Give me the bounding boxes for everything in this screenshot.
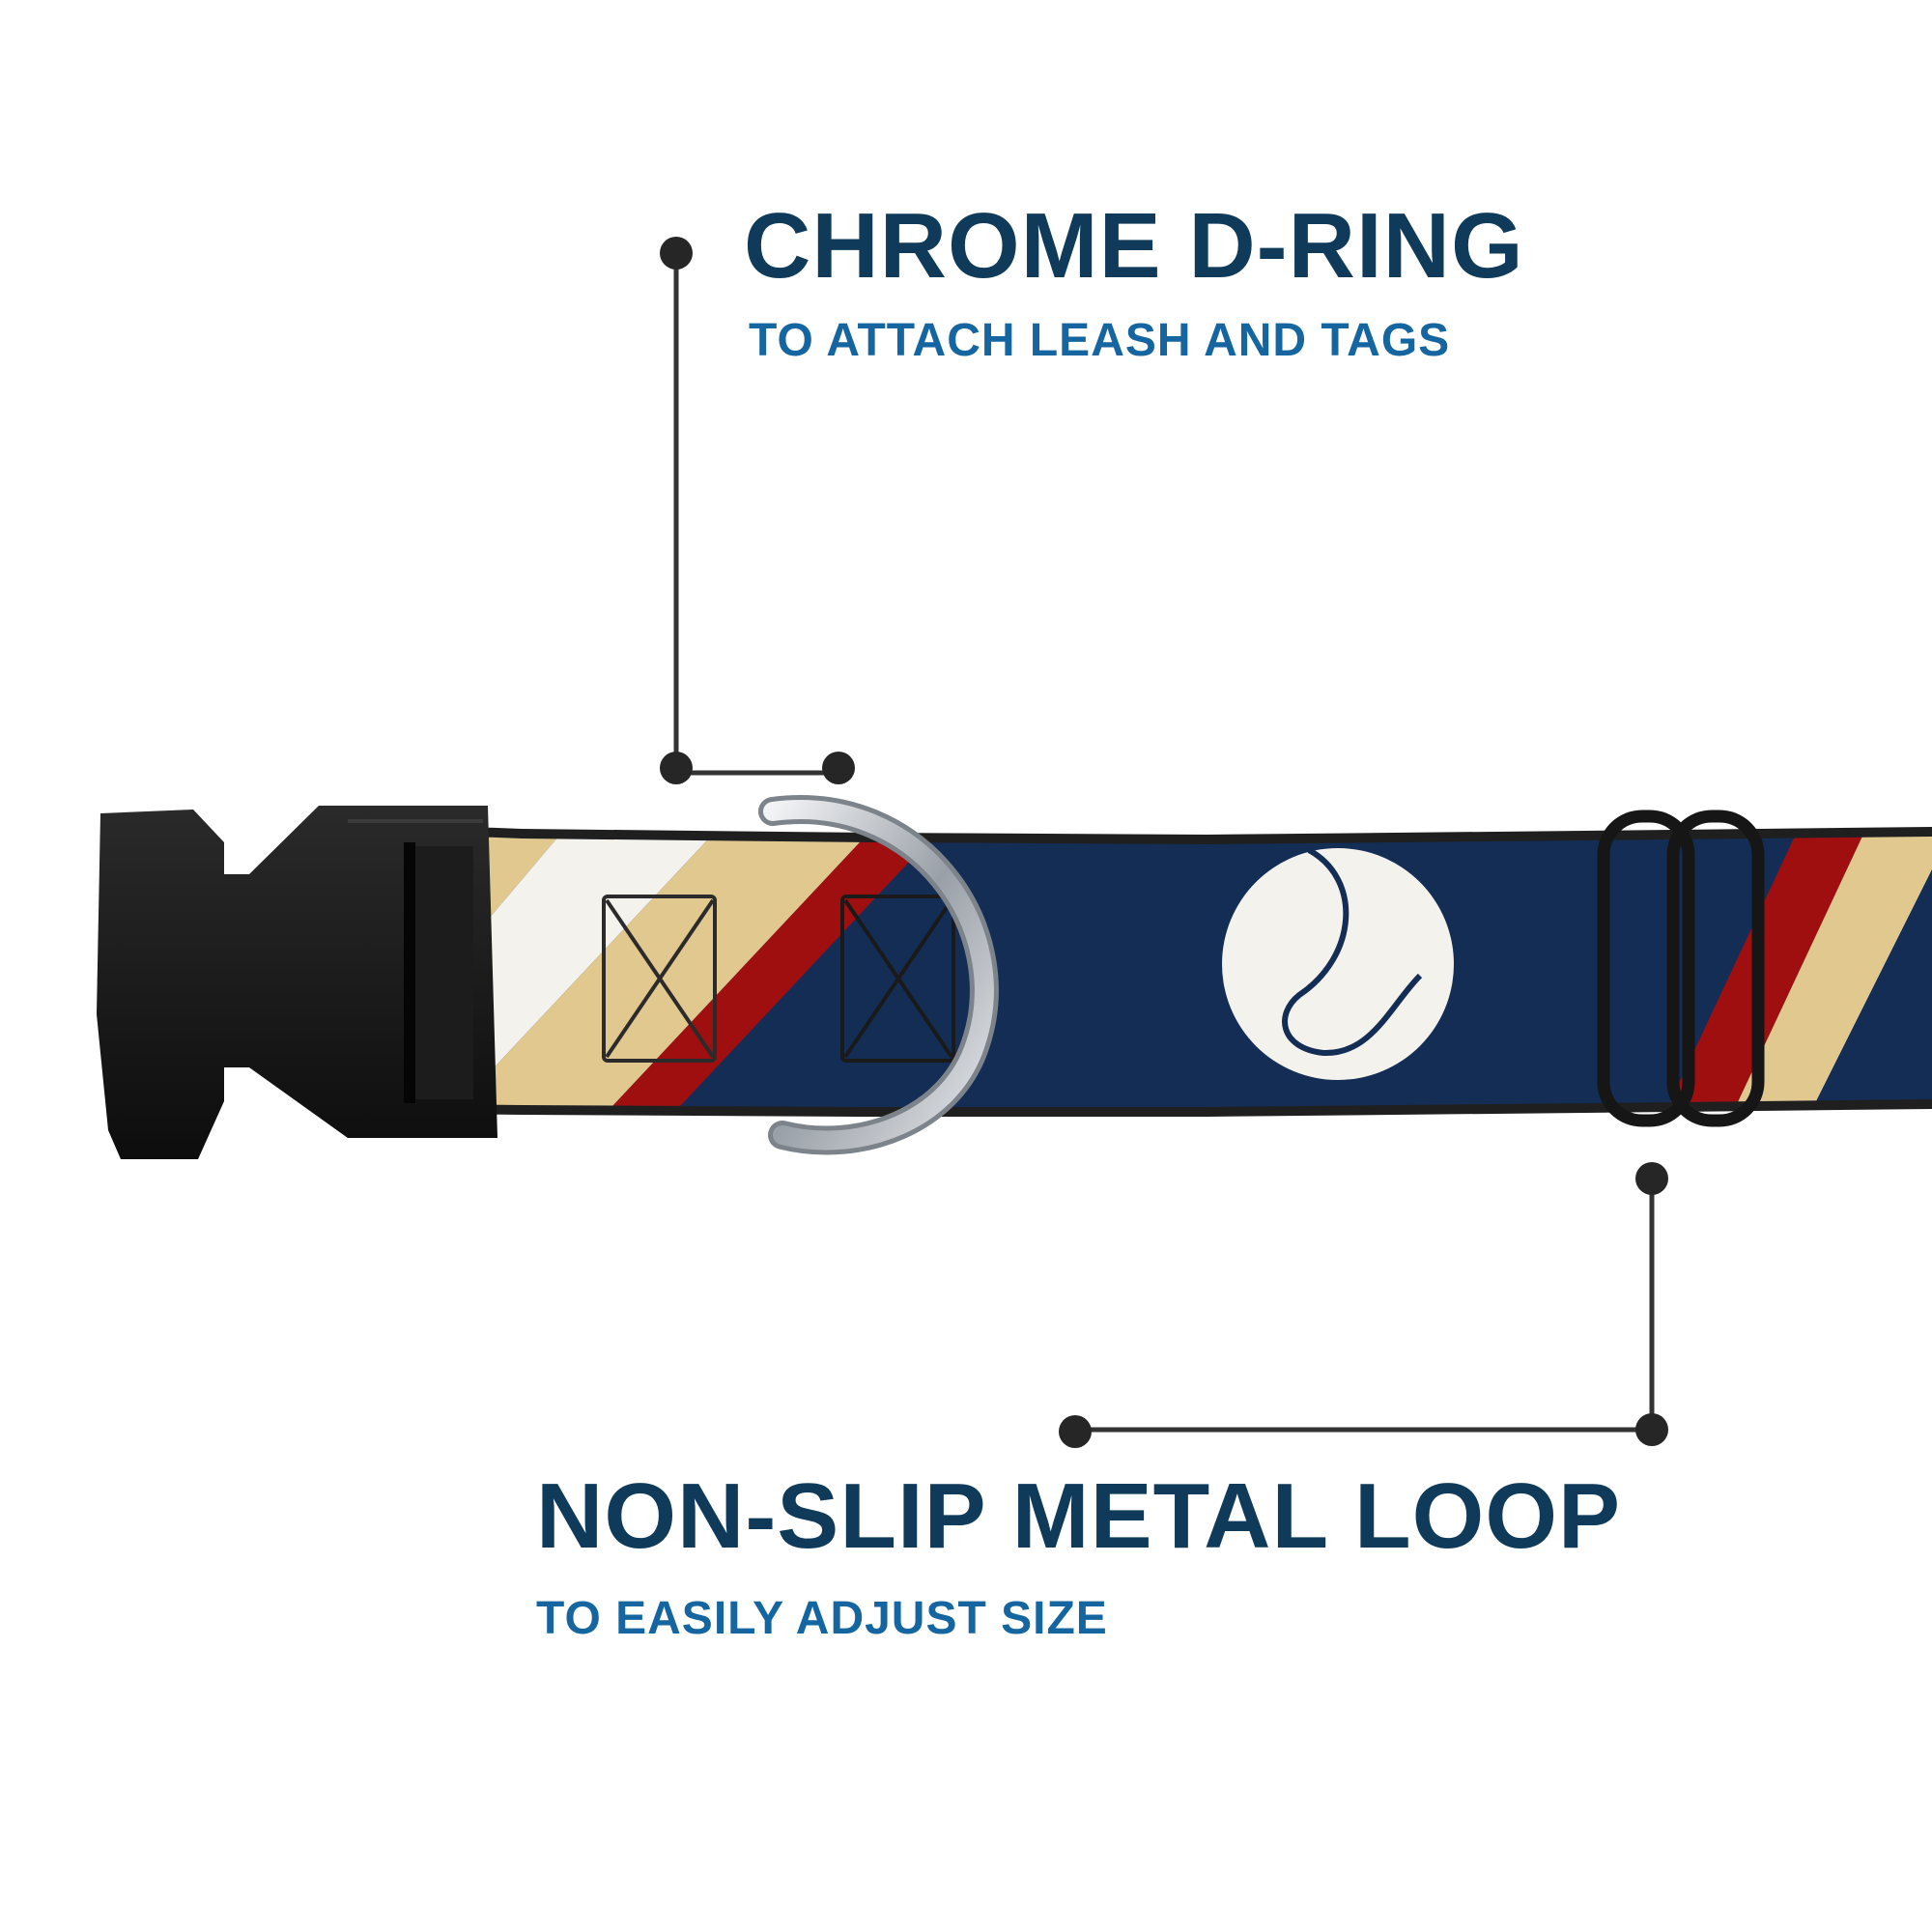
red-stripe bbox=[1662, 833, 1874, 1107]
loop-callout-title: NON-SLIP METAL LOOP bbox=[536, 1464, 1622, 1568]
buckle-icon bbox=[97, 806, 497, 1159]
callout-dots-loop bbox=[1059, 1162, 1668, 1448]
stitched-patch bbox=[840, 895, 955, 1063]
d-ring-callout-title: CHROME D-RING bbox=[744, 194, 1524, 298]
red-stripe bbox=[599, 833, 956, 1107]
d-ring-callout-subtitle: TO ATTACH LEASH AND TAGS bbox=[749, 315, 1451, 366]
chrome-d-ring-icon bbox=[758, 795, 999, 1155]
callout-leader-loop bbox=[1075, 1180, 1655, 1433]
metal-loop-icon bbox=[1597, 810, 1765, 1127]
callout-dots-d-ring bbox=[660, 237, 855, 784]
loop-callout-subtitle: TO EASILY ADJUST SIZE bbox=[536, 1593, 1108, 1644]
stitched-patch bbox=[602, 895, 717, 1063]
tan-stripe bbox=[1729, 833, 1932, 1107]
tennis-ball-icon bbox=[1222, 847, 1454, 1080]
